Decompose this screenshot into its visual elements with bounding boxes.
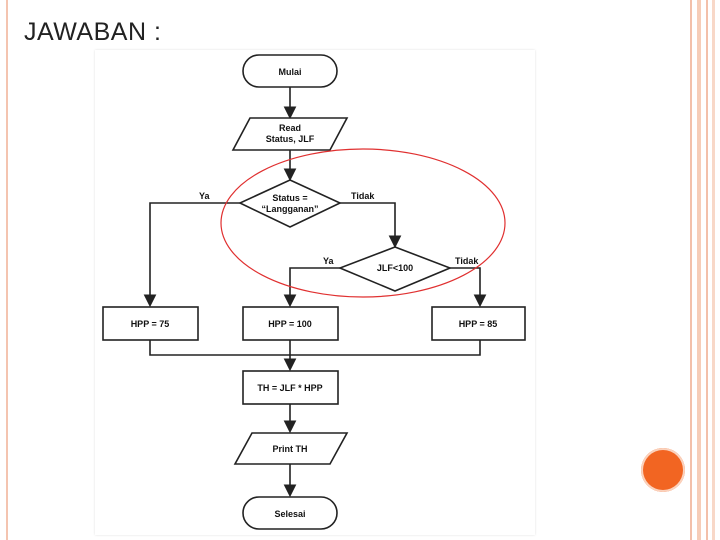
- process-hpp85: [431, 306, 526, 341]
- decision-status-line2: “Langganan”: [261, 204, 318, 214]
- decorative-rail: [712, 0, 715, 540]
- input-label-line2: Status, JLF: [266, 134, 315, 144]
- highlight-ellipse: [220, 148, 506, 298]
- decision-jlf-no-label: Tidak: [455, 256, 479, 266]
- decision-jlf-label: JLF<100: [377, 263, 413, 273]
- process-hpp100-label: HPP = 100: [268, 319, 312, 329]
- input-parallelogram: [231, 117, 349, 151]
- process-th: [242, 370, 339, 405]
- input-label-line1: Read: [279, 123, 301, 133]
- process-th-label: TH = JLF * HPP: [257, 383, 322, 393]
- decision-jlf-yes-label: Ya: [323, 256, 335, 266]
- process-hpp100: [242, 306, 339, 341]
- connector: [149, 340, 481, 356]
- process-hpp75: [102, 306, 199, 341]
- decorative-rail: [706, 0, 708, 540]
- connector: [335, 202, 402, 249]
- process-hpp75-label: HPP = 75: [131, 319, 170, 329]
- connector: [450, 267, 487, 308]
- decision-status: [238, 179, 342, 228]
- end-terminator: [242, 496, 338, 530]
- accent-circle: [641, 448, 685, 492]
- process-hpp85-label: HPP = 85: [459, 319, 498, 329]
- slide-left-border: [6, 0, 8, 540]
- decision-jlf: [337, 246, 453, 292]
- flowchart-panel: Mulai Read Status, JLF Status = “Langgan…: [95, 50, 535, 535]
- decorative-rail: [697, 0, 701, 540]
- connector: [143, 202, 245, 308]
- output-parallelogram: [233, 432, 349, 465]
- connector: [283, 267, 340, 308]
- flowchart-diagram: Mulai Read Status, JLF Status = “Langgan…: [102, 54, 526, 530]
- end-label: Selesai: [274, 509, 305, 519]
- decision-status-yes-label: Ya: [199, 191, 211, 201]
- decision-status-no-label: Tidak: [351, 191, 375, 201]
- slide-title: JAWABAN :: [24, 18, 162, 46]
- decision-status-line1: Status =: [272, 193, 307, 203]
- start-terminator: [242, 54, 338, 88]
- decorative-rail: [690, 0, 692, 540]
- output-label: Print TH: [273, 444, 308, 454]
- start-label: Mulai: [278, 67, 301, 77]
